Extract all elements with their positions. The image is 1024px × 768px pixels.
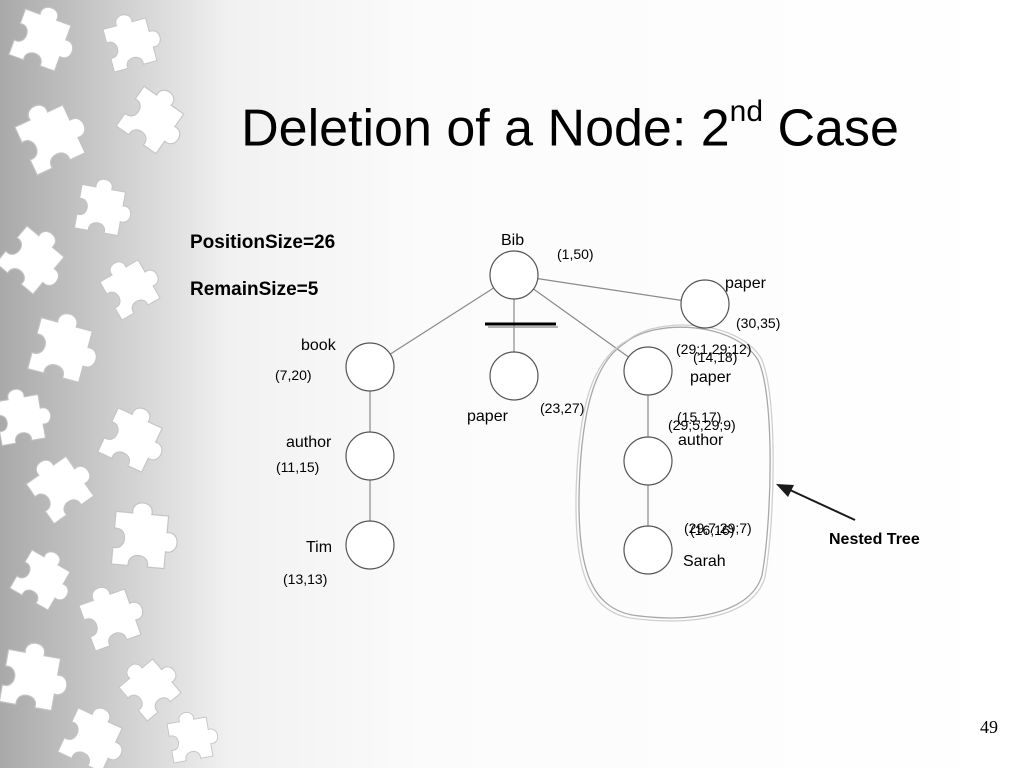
node-label-nested-paper: paper <box>690 369 732 386</box>
nested-tree-annotation: Nested Tree <box>829 531 920 548</box>
tree-node-book <box>345 342 395 392</box>
tree-node-paper-mid <box>489 351 539 401</box>
coords-overlay-nested-author: (29;5,29;9) <box>668 417 736 433</box>
coords-paper-right: (30,35) <box>736 315 780 331</box>
tree-edge-bib-book <box>389 287 495 355</box>
coords-sarah: (16,16) <box>690 522 734 538</box>
tree-node-author-left <box>345 431 395 481</box>
title-main: Deletion of a Node: 2 <box>241 99 730 158</box>
tree-edge-bib-nested-paper <box>533 288 629 358</box>
tree-edge-bib-paper-right <box>537 278 682 301</box>
tree-node-sarah <box>623 525 673 575</box>
position-size-label: PositionSize=26 <box>190 232 336 253</box>
tree-node-tim <box>345 520 395 570</box>
node-label-book: book <box>301 337 337 354</box>
coords-nested-author: (15,17) <box>677 409 721 425</box>
tree-node-paper-right <box>680 279 730 329</box>
coords-tim: (13,13) <box>283 571 327 587</box>
title-superscript: nd <box>729 95 764 128</box>
nested-tree-arrow <box>776 484 856 521</box>
tree-edges <box>369 278 682 526</box>
node-label-tim: Tim <box>306 539 332 556</box>
page-number: 49 <box>980 717 998 737</box>
node-label-bib: Bib <box>501 232 524 249</box>
deletion-marker <box>485 322 558 328</box>
tree-node-bib <box>489 250 539 300</box>
coords-bib: (1,50) <box>557 246 594 262</box>
nested-tree-outline <box>575 324 774 622</box>
remain-size-label: RemainSize=5 <box>190 279 319 300</box>
coords-overlay-sarah: (29;7,29;7) <box>684 520 752 536</box>
tree-node-nested-paper <box>623 346 673 396</box>
tree-node-nested-author <box>623 436 673 486</box>
node-label-nested-author: author <box>678 432 724 449</box>
node-label-paper-mid: paper <box>467 408 509 425</box>
title-tail: Case <box>763 99 899 158</box>
coords-book: (7,20) <box>275 367 312 383</box>
slide-title: Deletion of a Node: 2nd Case <box>0 82 1024 164</box>
node-label-sarah: Sarah <box>683 553 726 570</box>
node-label-author-left: author <box>286 434 332 451</box>
tree-nodes <box>345 250 730 575</box>
node-label-paper-right: paper <box>725 275 767 292</box>
coords-author-left: (11,15) <box>276 459 319 475</box>
coords-overlay-nested-paper: (29;1,29;12) <box>676 341 752 357</box>
coords-nested-paper: (14,18) <box>693 349 737 365</box>
coords-paper-mid: (23,27) <box>540 400 584 416</box>
